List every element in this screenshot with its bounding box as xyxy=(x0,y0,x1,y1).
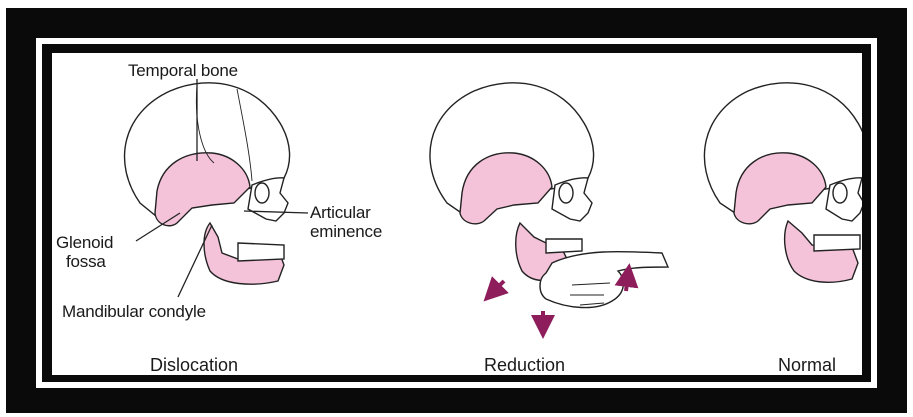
orbit-reduction xyxy=(559,183,573,203)
skull-normal xyxy=(704,83,862,282)
label-glenoid-line1: Glenoid xyxy=(56,233,113,252)
teeth-reduction xyxy=(546,239,582,253)
label-articular-line1: Articular xyxy=(310,203,371,222)
skull-dislocation xyxy=(125,83,290,284)
hand-reduction xyxy=(540,252,668,308)
orbit-dislocation xyxy=(255,183,269,203)
teeth-dislocation xyxy=(238,243,284,261)
teeth-normal xyxy=(814,235,860,251)
mandible-normal xyxy=(785,221,858,282)
top-strip xyxy=(0,0,913,8)
label-mandibular-condyle: Mandibular condyle xyxy=(62,302,206,321)
arrow-backward xyxy=(492,281,504,293)
arrow-upward xyxy=(626,275,628,291)
caption-normal: Normal xyxy=(778,355,836,375)
illustration-panel: Temporal bone Articular eminence Glenoid… xyxy=(52,53,862,375)
label-temporal-bone: Temporal bone xyxy=(128,61,238,80)
label-articular-line2: eminence xyxy=(310,222,382,241)
skull-reduction xyxy=(430,83,668,308)
orbit-normal xyxy=(833,183,847,203)
caption-reduction: Reduction xyxy=(484,355,565,375)
caption-dislocation: Dislocation xyxy=(150,355,238,375)
illustration-svg xyxy=(52,53,862,375)
label-glenoid-line2: fossa xyxy=(66,252,106,271)
